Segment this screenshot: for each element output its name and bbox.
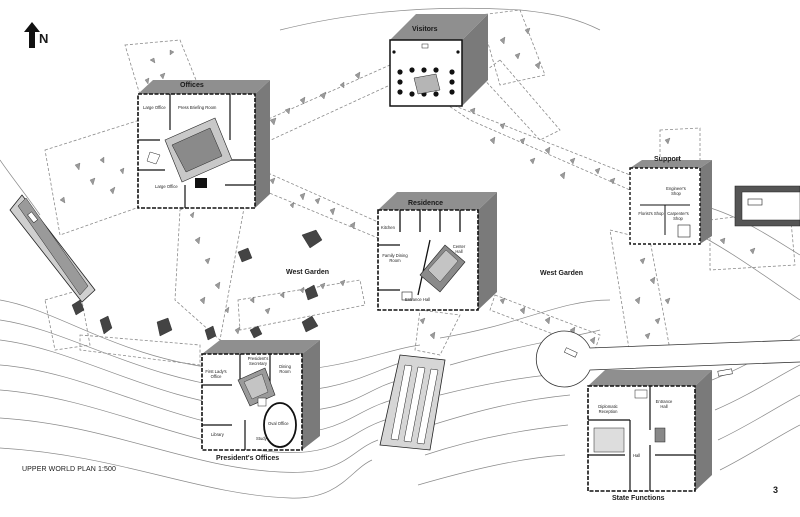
building-support (629, 160, 712, 245)
room-large-office-1: Large Office (143, 105, 166, 110)
title-support: Support (654, 156, 681, 163)
left-road (9, 194, 96, 303)
label-west-garden-right: West Garden (540, 270, 584, 277)
room-kitchen: Kitchen (381, 225, 395, 230)
building-state-functions (587, 370, 712, 492)
room-large-office-2: Large Office (155, 184, 178, 189)
title-offices: Offices (180, 82, 204, 89)
center-bridge (379, 354, 446, 451)
room-hall: Hall (633, 453, 641, 458)
room-carpenters-shop: Carpenter's Shop (667, 211, 689, 221)
north-arrow-icon (24, 22, 40, 48)
right-road (535, 330, 800, 388)
large-stones (71, 229, 323, 341)
room-press-briefing: Press Briefing Room (178, 105, 217, 110)
garage-ramp (734, 185, 800, 227)
title-visitors: Visitors (412, 26, 438, 33)
building-offices (137, 80, 270, 209)
title-presidents-offices: President's Offices (216, 455, 280, 462)
room-entrance-hall-state: Entrance Hall (655, 399, 673, 409)
room-center-hall: Center Hall (452, 244, 466, 254)
room-family-dining: Family Dining Room (382, 253, 408, 263)
room-oval-office: Oval Office (268, 421, 289, 426)
room-presidents-secretary: President's Secretary (247, 356, 269, 366)
label-west-garden-left: West Garden (286, 269, 330, 276)
scattered-stones (59, 27, 756, 345)
room-dining: Dining Room (279, 364, 291, 374)
plan-title: UPPER WORLD PLAN 1:500 (22, 466, 117, 473)
room-study: Study (256, 436, 267, 441)
room-diplomatic-reception: Diplomatic Reception (598, 404, 618, 414)
building-presidents-offices (201, 340, 320, 451)
room-entrance-hall-residence: Entrance Hall (405, 297, 431, 302)
north-letter: N (39, 31, 49, 46)
room-first-ladys-office: First Lady's Office (205, 369, 227, 379)
room-engineers-shop: Engineer's Shop (666, 186, 686, 196)
room-florists-shop: Florist's Shop (638, 211, 664, 216)
title-state-functions: State Functions (612, 495, 665, 502)
page-number: 3 (773, 485, 779, 495)
room-library: Library (211, 432, 224, 437)
title-residence: Residence (408, 200, 444, 207)
building-visitors (389, 14, 488, 107)
building-residence (377, 192, 497, 311)
